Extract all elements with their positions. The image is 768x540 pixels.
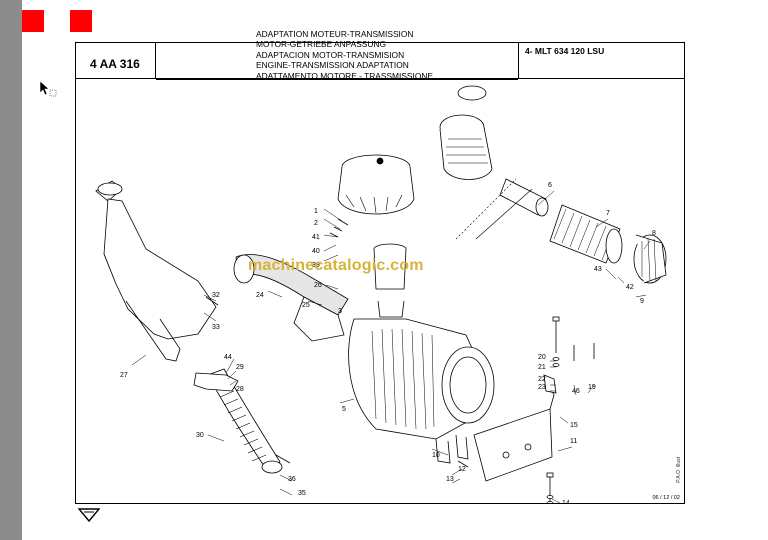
title-fr: ADAPTATION MOTEUR-TRANSMISSION: [256, 29, 414, 39]
bolt-stack-drawing: [205, 218, 595, 503]
callout-44: 44: [224, 354, 232, 361]
callout-6: 6: [548, 182, 552, 189]
callout-12: 12: [458, 466, 466, 473]
title-de: MOTOR-GETRIEBE ANPASSUNG: [256, 39, 386, 50]
page-titles: ADAPTATION MOTEUR-TRANSMISSION MOTOR-GET…: [256, 29, 433, 81]
callout-25: 25: [302, 302, 310, 309]
muffler-drawing: [95, 180, 217, 362]
inner-filter-6-drawing: [499, 178, 549, 217]
header-rule: [156, 78, 518, 80]
title-it: ADATTAMENTO MOTORE - TRASSMISSIONE: [256, 70, 433, 81]
callout-2: 2: [314, 220, 318, 227]
callout-35: 35: [298, 490, 306, 497]
callout-8: 8: [652, 230, 656, 237]
callout-22: 22: [538, 376, 546, 383]
cursor-icon: [39, 80, 57, 97]
bracket-15-drawing: [543, 374, 557, 394]
leader-lines: [131, 190, 651, 503]
next-page-arrow-icon[interactable]: [78, 507, 100, 523]
callout-14: 14: [562, 500, 570, 503]
left-margin-bar: [0, 0, 22, 540]
callout-1: 1: [314, 208, 318, 215]
red-marker-right: [70, 10, 92, 32]
callout-10: 10: [432, 452, 440, 459]
callout-36: 36: [288, 476, 296, 483]
air-filter-housing-drawing: [348, 318, 495, 464]
bracket-28-drawing: [193, 372, 239, 392]
title-es: ADAPTACION MOTOR-TRANSMISION: [256, 49, 405, 60]
callout-3: 3: [338, 308, 342, 315]
callout-33: 33: [212, 324, 220, 331]
callout-41: 41: [312, 234, 320, 241]
connector-tube-drawing: [373, 243, 407, 318]
callout-43: 43: [594, 266, 602, 273]
red-marker-left: [22, 10, 44, 32]
callout-7: 7: [606, 210, 610, 217]
callout-24: 24: [256, 292, 264, 299]
model-label: 4- MLT 634 120 LSU: [518, 43, 685, 79]
callout-39: 39: [312, 262, 320, 269]
title-en: ENGINE-TRANSMISSION ADAPTATION: [256, 60, 409, 71]
callout-40: 40: [312, 248, 320, 255]
catalog-page-frame: 4 AA 316 ADAPTATION MOTEUR-TRANSMISSION …: [75, 29, 685, 504]
callout-46: 46: [572, 388, 580, 395]
callout-5: 5: [342, 406, 346, 413]
callout-30: 30: [196, 432, 204, 439]
callout-23: 23: [538, 384, 546, 391]
callout-15: 15: [570, 422, 578, 429]
filter-cover-drawing: [337, 154, 415, 215]
callout-9: 9: [640, 298, 644, 305]
callout-26: 26: [314, 282, 322, 289]
prefilter-drawing: [439, 85, 493, 180]
outer-filter-7-drawing: [549, 204, 623, 264]
callout-21: 21: [538, 364, 546, 371]
callout-29: 29: [236, 364, 244, 371]
illustration-ref: P.A.O. Illust: [676, 457, 682, 483]
callout-11: 11: [570, 438, 577, 445]
parts-diagram: 1 2 41 40 39 26 24 25 32 33 27 44 29 28 …: [95, 85, 667, 503]
page-date: 06 / 12 / 02: [652, 495, 680, 501]
end-cover-8-drawing: [633, 234, 667, 284]
watermark: machinecatalogic.com: [248, 257, 424, 274]
callout-27: 27: [120, 372, 128, 379]
callout-19: 19: [588, 384, 596, 391]
doc-code: 4 AA 316: [76, 43, 156, 79]
callout-13: 13: [446, 476, 454, 483]
callout-28: 28: [236, 386, 244, 393]
callout-20: 20: [538, 354, 546, 361]
bracket-11-drawing: [473, 378, 555, 482]
callout-32: 32: [212, 292, 220, 299]
callout-42: 42: [626, 284, 634, 291]
elbow-hose-drawing: [233, 254, 349, 342]
